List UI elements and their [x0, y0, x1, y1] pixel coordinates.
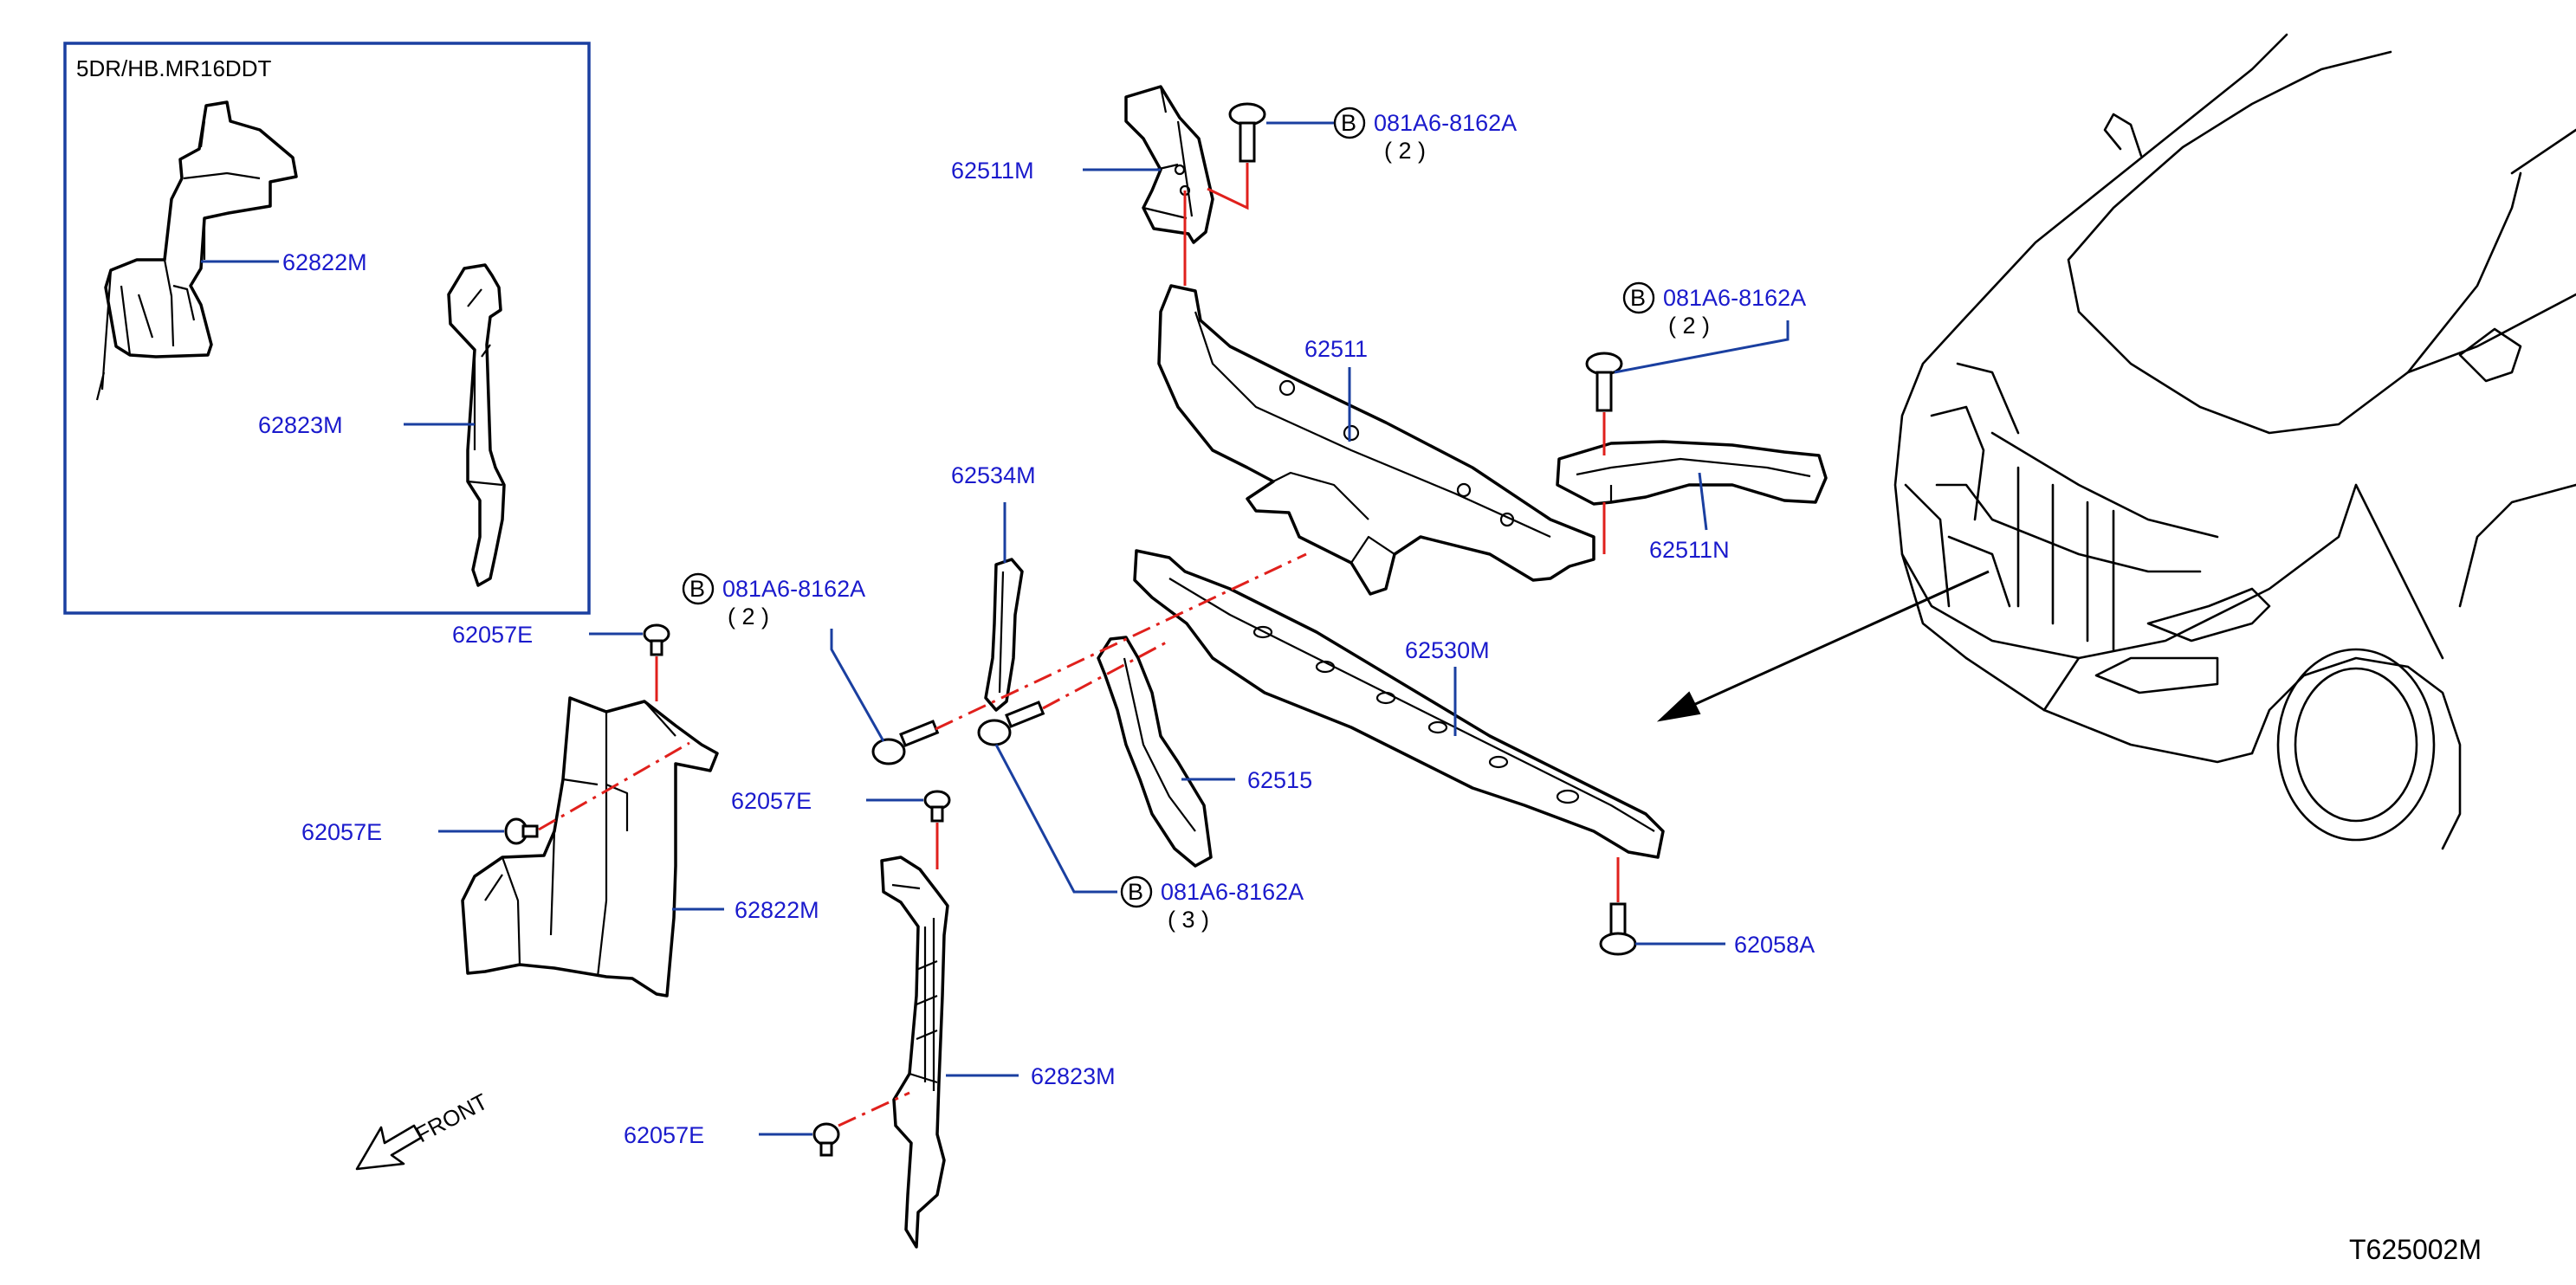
svg-text:B: B: [1630, 285, 1646, 311]
part-62534m: [984, 558, 1024, 712]
clip-62057e-b: [504, 817, 539, 845]
bolt-62058a: [1599, 902, 1637, 956]
part-62511m: [1124, 85, 1214, 244]
svg-text:B: B: [1341, 110, 1356, 136]
bolt-left-1: [871, 720, 940, 765]
svg-text:( 3 ): ( 3 ): [1168, 907, 1209, 933]
label-62515: 62515: [1247, 767, 1312, 793]
label-62823m: 62823M: [1031, 1063, 1116, 1089]
inset-label-62823m: 62823M: [258, 412, 343, 438]
label-62511: 62511: [1304, 336, 1368, 362]
label-62057e-a: 62057E: [452, 622, 533, 648]
part-62823m: [880, 856, 949, 1249]
svg-text:( 2 ): ( 2 ): [1384, 138, 1426, 164]
svg-text:B: B: [1128, 879, 1143, 905]
part-62822m: [461, 696, 719, 998]
svg-text:B: B: [689, 576, 705, 602]
inset-label-62822m: 62822M: [282, 249, 367, 275]
label-62057e-c: 62057E: [731, 788, 812, 814]
svg-text:081A6-8162A: 081A6-8162A: [1161, 879, 1304, 905]
label-62057e-d: 62057E: [624, 1122, 704, 1148]
inset-part-62822m: [95, 100, 298, 401]
svg-text:( 2 ): ( 2 ): [1668, 313, 1710, 339]
bolt-ref-4: B 081A6-8162A ( 3 ): [1120, 875, 1304, 933]
inset-panel: 5DR/HB.MR16DDT 62822M 62823M: [63, 42, 591, 615]
bolt-ref-1: B 081A6-8162A ( 2 ): [1333, 107, 1517, 164]
inset-part-62823m: [447, 263, 506, 587]
front-arrow-icon: [355, 1124, 423, 1171]
label-62057e-b: 62057E: [301, 819, 382, 845]
inset-title: 5DR/HB.MR16DDT: [76, 55, 271, 81]
part-62511n: [1556, 440, 1828, 506]
bolt-left-2: [977, 701, 1045, 746]
svg-text:( 2 ): ( 2 ): [728, 604, 769, 630]
label-62822m: 62822M: [735, 897, 819, 923]
clip-62057e-c: [923, 790, 951, 823]
part-62530m: [1133, 549, 1665, 859]
bolt-ref-3: B 081A6-8162A ( 2 ): [682, 572, 865, 630]
front-label: FRONT: [411, 1088, 492, 1148]
label-62530m: 62530M: [1405, 637, 1490, 663]
clip-62057e-d: [812, 1122, 840, 1157]
label-62058a: 62058A: [1734, 932, 1815, 958]
label-62511m: 62511M: [951, 158, 1034, 184]
bolt-ref-2: B 081A6-8162A ( 2 ): [1622, 281, 1806, 339]
bolt-62511m: [1228, 102, 1266, 163]
svg-text:081A6-8162A: 081A6-8162A: [722, 576, 865, 602]
clip-62057e-a: [643, 623, 670, 656]
part-62515: [1097, 636, 1213, 868]
svg-text:081A6-8162A: 081A6-8162A: [1374, 110, 1517, 136]
label-62511n: 62511N: [1649, 537, 1730, 563]
svg-text:081A6-8162A: 081A6-8162A: [1663, 285, 1806, 311]
bolt-62511n: [1585, 352, 1623, 412]
label-62534m: 62534M: [951, 462, 1036, 488]
diagram-code: T625002M: [2349, 1234, 2482, 1265]
part-62511: [1157, 284, 1595, 596]
car-front-view: [1893, 33, 2576, 850]
